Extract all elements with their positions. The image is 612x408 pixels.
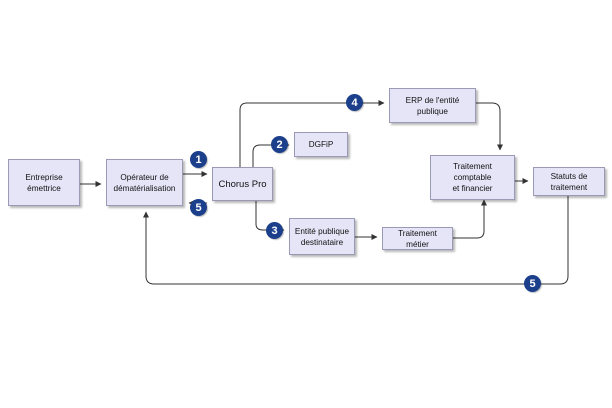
step-badge-2: 2 (271, 136, 288, 153)
step-badge-5-statuts: 5 (524, 275, 541, 292)
step-badge-5-return-chorus: 5 (190, 199, 207, 216)
connector-chorus-entite (255, 201, 285, 233)
step-badge-4: 4 (346, 94, 363, 111)
node-entreprise-emettrice: Entreprise émettrice (8, 159, 80, 206)
node-dgfip: DGFiP (294, 132, 348, 157)
node-operateur-dematerialisation: Opérateur de dématérialisation (106, 159, 183, 206)
connector-chorus-dgfip (252, 142, 290, 167)
connector-statuts-operateur (143, 196, 569, 285)
connector-metier-comptable (453, 199, 487, 239)
connector-erp-comptable (476, 102, 503, 151)
step-badge-3: 3 (266, 222, 283, 239)
node-chorus-pro: Chorus Pro (212, 167, 273, 201)
node-statuts-traitement: Statuts de traitement (533, 167, 605, 196)
node-traitement-metier: Traitement métier (382, 227, 453, 250)
node-traitement-comptable: Traitement comptable et financier (430, 155, 515, 200)
node-erp-entite-publique: ERP de l'entité publique (389, 88, 476, 123)
connector-chorus-erp (239, 100, 385, 167)
node-entite-publique-destinataire: Entité publique destinataire (289, 218, 355, 255)
step-badge-1: 1 (190, 151, 207, 168)
